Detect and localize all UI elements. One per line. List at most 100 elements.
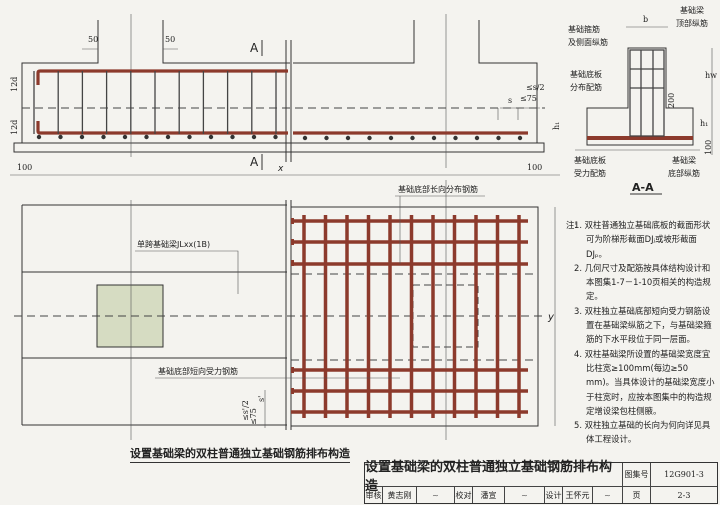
- dim-s: s: [508, 96, 512, 105]
- slab-bar-dot: [517, 135, 523, 141]
- note-1: 1. 双柱普通独立基础底板的截面形状可为阶梯形截面DJⱼ或坡形截面DJₚ。: [574, 220, 711, 259]
- dim-s-half: ≤s/2: [526, 83, 545, 92]
- title-block-title: 设置基础梁的双柱普通独立基础钢筋排布构造: [365, 460, 623, 494]
- dim-s-half: ≤s'/2: [241, 400, 250, 421]
- slab-bar-dot: [410, 135, 415, 141]
- column-right-outline: [293, 20, 538, 143]
- slab-bar-dot: [367, 135, 372, 141]
- reviewer-signature: ~: [417, 487, 455, 503]
- label-long-bars: 基础底部长向分布钢筋: [398, 184, 478, 194]
- dim-100-right: 100: [527, 163, 542, 172]
- label-dist-bars: 基础底板: [570, 69, 602, 79]
- slab-bar-dot: [496, 135, 501, 141]
- dim-75: ≤75: [520, 94, 537, 103]
- dim-200: 200: [667, 93, 676, 108]
- slab-bar-dot: [345, 135, 351, 141]
- slab-bar-dot: [79, 134, 85, 140]
- dim-s-prime: s': [257, 396, 266, 402]
- slab-bar-dot: [251, 134, 257, 140]
- slab-bar-dot: [165, 134, 171, 140]
- bar-stub: [291, 239, 294, 245]
- dim-h1: h₁: [552, 122, 561, 130]
- section-stirrup: [629, 49, 665, 137]
- label-slab-bars: 基础底板: [574, 155, 606, 165]
- slab-bar-dot: [36, 134, 42, 140]
- section-title: A-A: [632, 181, 654, 194]
- label-top-bars-2: 顶部纵筋: [676, 18, 708, 28]
- label-bottom-bars: 基础梁: [672, 155, 696, 165]
- bar-stub: [291, 388, 294, 394]
- axis-y-label: y: [547, 312, 555, 323]
- slab-bar-dot: [122, 134, 128, 140]
- slab-bar-dot: [388, 135, 394, 141]
- column-left-outline: [21, 20, 290, 143]
- plan-view: 单跨基础梁JLxx(1B) 基础底部短向受力钢筋 基础底部长向分布钢筋 y ≤s…: [14, 180, 556, 440]
- reviewer-name: 黄志刚: [383, 487, 417, 503]
- review-label: 审核: [365, 487, 383, 503]
- dim-100: 100: [704, 140, 713, 155]
- label-stirrup-2: 及侧面纵筋: [568, 37, 608, 47]
- note-3: 3. 双柱独立基础底部短向受力钢筋设置在基础梁纵筋之下，与基础梁箍筋的下水平段位…: [574, 305, 712, 345]
- dim-50: 50: [88, 35, 98, 44]
- slab-bar-dot: [144, 134, 149, 140]
- designer-name: 王怀元: [563, 487, 593, 503]
- section-a-a: 基础箍筋 及侧面纵筋 基础梁 顶部纵筋 基础底板 分布配筋 基础底板 受力配筋 …: [568, 5, 717, 195]
- atlas-label: 图集号: [623, 463, 651, 487]
- slab-bar-dot: [453, 135, 458, 141]
- drawing-caption: 设置基础梁的双柱普通独立基础钢筋排布构造: [130, 445, 350, 463]
- slab-bar-dot: [273, 134, 278, 140]
- dim-12d-top: 12d: [10, 77, 19, 92]
- bar-stub: [291, 218, 294, 224]
- slab-bar-dot: [474, 135, 480, 141]
- slab-bar-dot: [324, 135, 329, 141]
- design-label: 设计: [545, 487, 563, 503]
- note-4: 4. 双柱基础梁所设置的基础梁宽度宜比柱宽≥100mm(每边≥50 mm)。当具…: [574, 348, 715, 416]
- beam-longitudinal-bars: [36, 69, 528, 135]
- page-number: 2-3: [677, 490, 691, 500]
- slab-bar-dot: [208, 134, 214, 140]
- dim-50: 50: [165, 35, 175, 44]
- label-beam-jl: 单跨基础梁JLxx(1B): [137, 239, 210, 249]
- elevation-view: 50 50 A A 12d 12d 100 100 x s ≤s/2 ≤75 h…: [10, 14, 561, 176]
- section-mark-bottom: A: [250, 155, 259, 169]
- label-top-bars: 基础梁: [680, 5, 704, 15]
- axis-x-label: x: [277, 164, 284, 174]
- bar-stub: [291, 260, 294, 266]
- cushion-layer: [13, 142, 545, 153]
- slab-bar-dot: [230, 134, 235, 140]
- break-line: [285, 40, 292, 162]
- section-mark-top: A: [250, 41, 259, 55]
- section-outline: [586, 47, 694, 146]
- title-block: 设置基础梁的双柱普通独立基础钢筋排布构造 图集号 12G901-3 审核 黄志刚…: [364, 460, 718, 504]
- label-slab-bars-2: 受力配筋: [574, 168, 606, 178]
- page-label: 页: [623, 487, 651, 503]
- dim-h1: h₁: [700, 119, 708, 128]
- atlas-number: 12G901-3: [651, 463, 717, 487]
- footing-outline: [21, 204, 539, 427]
- slab-bar-dot: [302, 135, 308, 141]
- dim-75: ≤75: [249, 408, 258, 425]
- note-2: 2. 几何尺寸及配筋按具体结构设计和本图集1-7－1-10页相关的构造规定。: [574, 262, 711, 302]
- checker-signature: ~: [505, 487, 545, 503]
- designer-signature: ~: [593, 487, 623, 503]
- label-dist-bars-2: 分布配筋: [570, 82, 602, 92]
- slab-bottom-bars: [587, 136, 693, 140]
- dim-12d-bottom: 12d: [10, 120, 19, 135]
- slab-bar-dot: [101, 134, 106, 140]
- notes-head: 注:: [566, 220, 578, 230]
- break-line: [285, 200, 292, 430]
- label-bottom-bars-2: 底部纵筋: [668, 168, 700, 178]
- slab-bar-dot: [187, 134, 192, 140]
- dim-100-left: 100: [17, 163, 32, 172]
- label-short-bars: 基础底部短向受力钢筋: [158, 366, 238, 376]
- note-5: 5. 双柱独立基础的长向为何向详见具体工程设计。: [574, 420, 711, 445]
- check-label: 校对: [455, 487, 473, 503]
- slab-bar-dot: [58, 134, 63, 140]
- bar-stub: [291, 367, 294, 373]
- slab-bar-dot: [431, 135, 437, 141]
- notes: 注: 1. 双柱普通独立基础底板的截面形状可为阶梯形截面DJⱼ或坡形截面DJₚ。…: [566, 218, 716, 447]
- checker-name: 潘宣: [473, 487, 505, 503]
- dim-hw: hw: [705, 71, 717, 80]
